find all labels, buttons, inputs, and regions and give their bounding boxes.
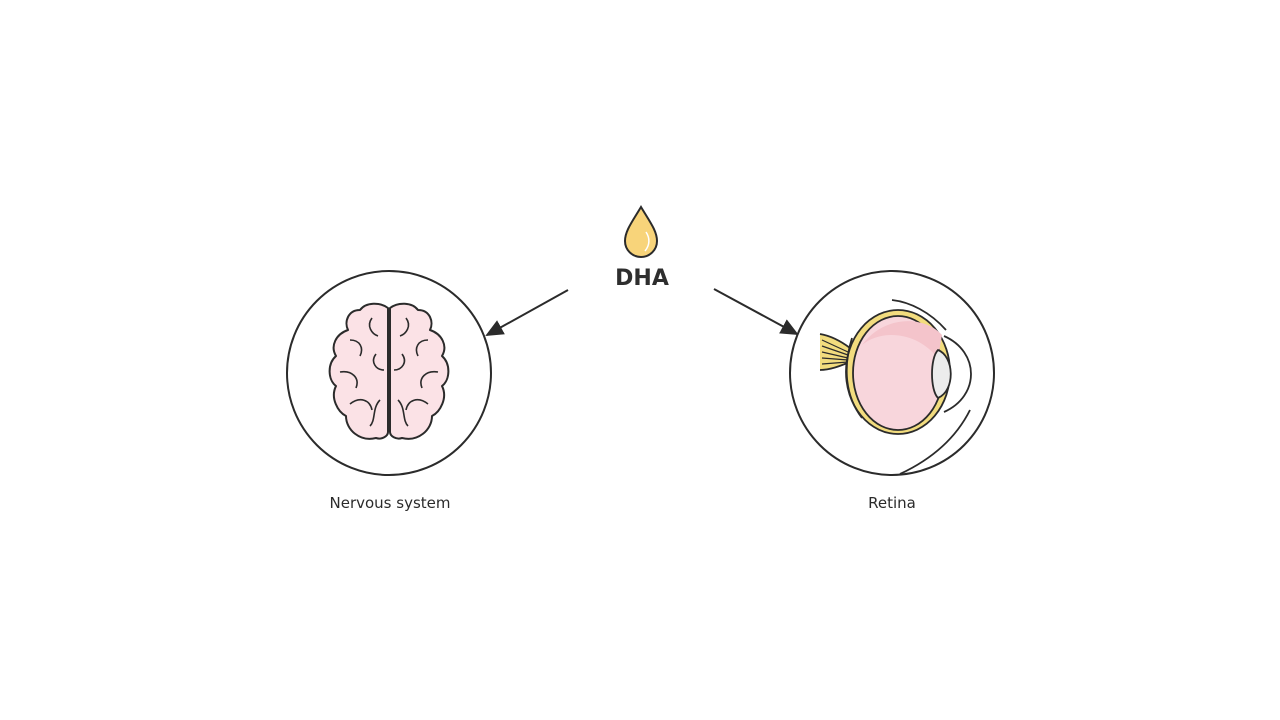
dha-label: DHA [615,266,669,291]
brain-icon [328,302,450,440]
retina-label: Retina [868,494,916,512]
arrow-to-retina [713,288,799,335]
eye-icon [819,299,972,475]
nervous-system-label: Nervous system [329,494,451,512]
oil-drop-icon [623,205,659,258]
arrow-to-nervous-system [485,289,569,336]
